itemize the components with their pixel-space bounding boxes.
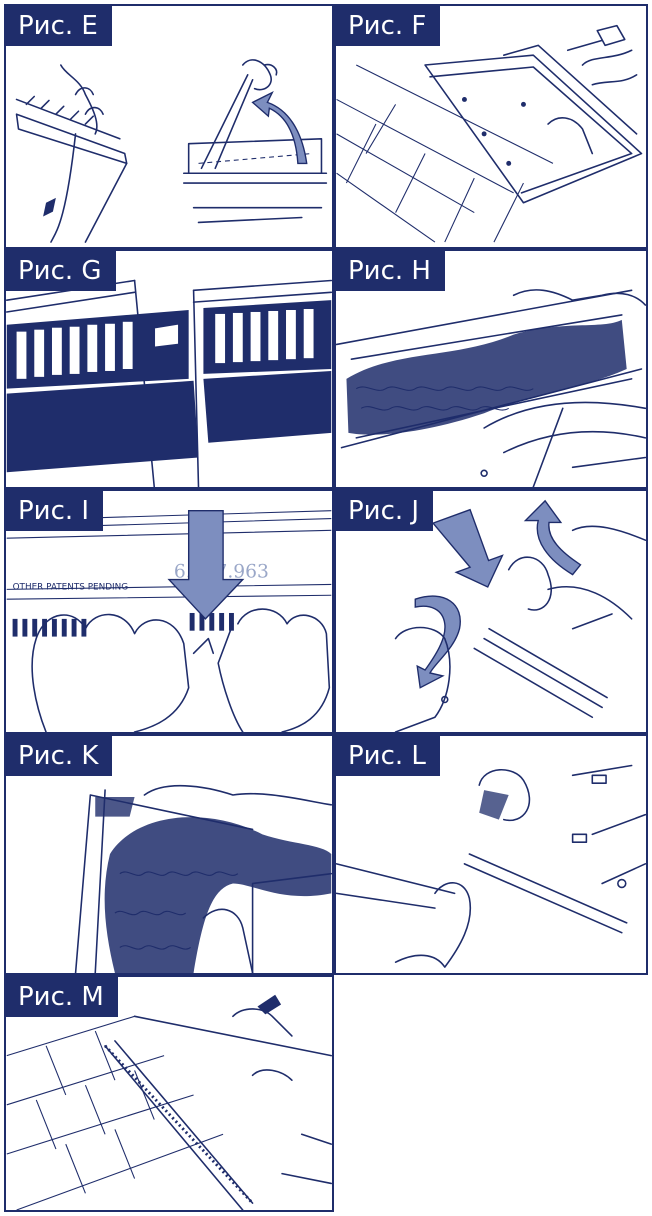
panel-label: Рис. E — [6, 6, 112, 46]
panel-fig-h: Рис. H — [334, 249, 648, 489]
panel-fig-k: Рис. K — [4, 734, 334, 975]
panel-fig-e: Рис. E — [4, 4, 334, 249]
panel-label: Рис. I — [6, 491, 103, 531]
panel-fig-f: Рис. F — [334, 4, 648, 249]
panel-label: Рис. K — [6, 736, 112, 776]
panel-fig-j: Рис. J — [334, 489, 648, 734]
panel-label: Рис. G — [6, 251, 116, 291]
panel-label: Рис. M — [6, 977, 118, 1017]
panel-label: Рис. H — [336, 251, 445, 291]
panel-label: Рис. F — [336, 6, 440, 46]
panel-label: Рис. L — [336, 736, 440, 776]
panel-fig-l: Рис. L — [334, 734, 648, 975]
panel-fig-m: Рис. M — [4, 975, 334, 1212]
panel-fig-g: Рис. G — [4, 249, 334, 489]
patent-text: OTHER PATENTS PENDING — [13, 582, 129, 592]
panel-label: Рис. J — [336, 491, 433, 531]
panel-fig-i: Рис. I 6.227.963 OTHER PATENTS PENDING — [4, 489, 334, 734]
